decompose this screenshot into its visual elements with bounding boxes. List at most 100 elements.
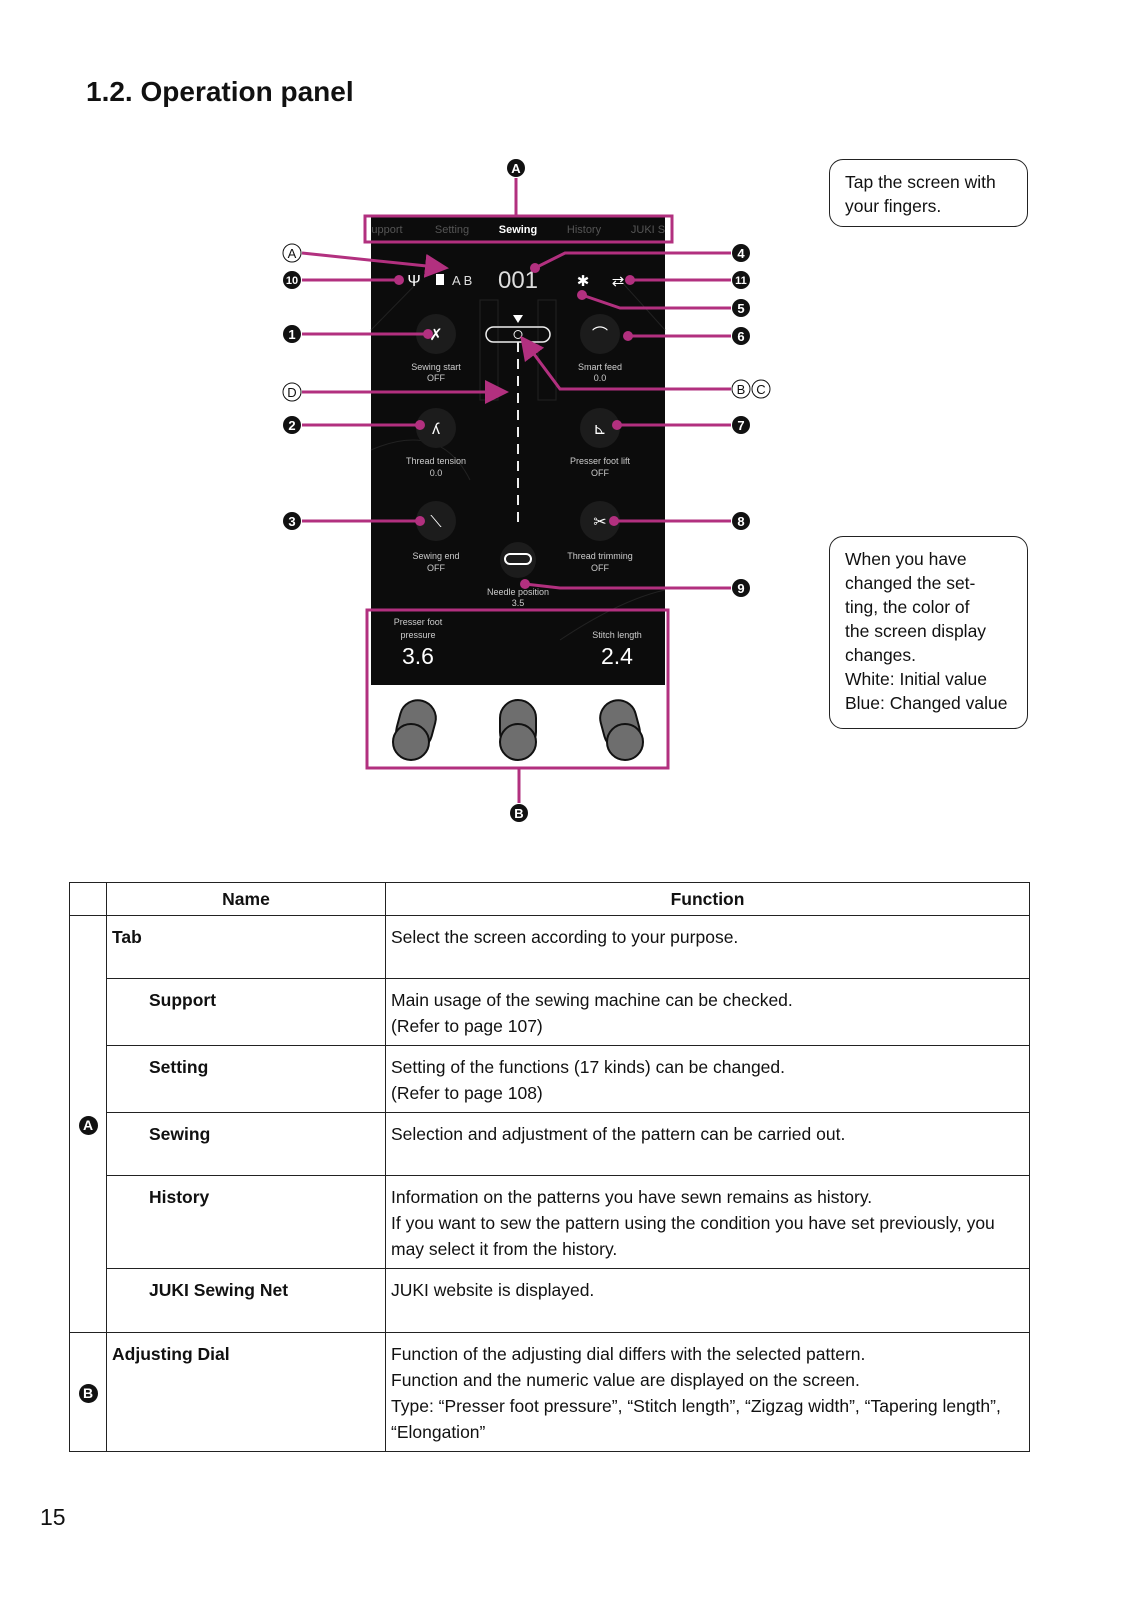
thread-trimming-button[interactable]: ✂ Thread trimming OFF	[567, 501, 633, 573]
tab-bar: upport Setting Sewing History JUKI S	[371, 224, 665, 236]
function-line: Setting of the functions (17 kinds) can …	[391, 1057, 786, 1077]
page-number: 15	[40, 1504, 66, 1530]
marker-10: 10	[283, 271, 301, 289]
left-dial-knob[interactable]	[392, 696, 440, 761]
table-row: Setting Setting of the functions (17 kin…	[70, 1045, 1030, 1113]
row-function: Setting of the functions (17 kinds) can …	[385, 1045, 1030, 1113]
button-value: 3.5	[512, 598, 525, 608]
smart-feed-button[interactable]: ⌒ Smart feed 0.0	[578, 314, 622, 383]
needle-position-button[interactable]: Needle position 3.5	[487, 542, 549, 608]
function-header: Function	[385, 882, 1030, 916]
scissors-icon: ✂	[593, 514, 606, 531]
row-function: Selection and adjustment of the pattern …	[385, 1112, 1030, 1176]
svg-text:11: 11	[735, 275, 747, 287]
function-line: Selection and adjustment of the pattern …	[391, 1124, 846, 1144]
svg-text:2: 2	[288, 418, 295, 433]
operation-panel-diagram: upport Setting Sewing History JUKI S A B…	[282, 159, 771, 822]
marker-6: 6	[732, 327, 750, 345]
name-header: Name	[106, 882, 386, 916]
tab-setting[interactable]: Setting	[435, 224, 469, 236]
sewing-start-button[interactable]: ✗ Sewing start OFF	[411, 314, 461, 383]
marker-d-outline: D	[282, 382, 302, 402]
function-line: Function of the adjusting dial differs w…	[391, 1344, 866, 1364]
marker-b-filled: B	[510, 804, 528, 822]
marker-a-filled: A	[507, 159, 525, 177]
table-row: Sewing Selection and adjustment of the p…	[70, 1112, 1030, 1176]
table-row: History Information on the patterns you …	[70, 1175, 1030, 1269]
marker-3: 3	[283, 512, 301, 530]
marker-a-outline: A	[282, 243, 302, 263]
svg-text:3: 3	[288, 514, 295, 529]
tap-note: Tap the screen with your fingers.	[829, 159, 1028, 227]
thread-tension-icon: ʎ	[432, 421, 440, 438]
table-header: Name Function	[69, 882, 1030, 916]
callout-dots	[394, 263, 635, 589]
row-name: Tab	[106, 915, 386, 979]
table-row: B Adjusting Dial Function of the adjusti…	[69, 1332, 1030, 1452]
feed-dog-icon: ⌒	[592, 326, 608, 344]
tab-sewing[interactable]: Sewing	[499, 224, 538, 236]
tab-juki-sewing-net[interactable]: JUKI S	[631, 224, 665, 236]
function-line: Function and the numeric value are displ…	[391, 1370, 860, 1390]
tap-note-text: Tap the screen with your fingers.	[845, 172, 996, 216]
callout-lines	[301, 178, 731, 803]
pattern-number[interactable]: 001	[498, 267, 538, 294]
function-line: (Refer to page 107)	[391, 1016, 543, 1036]
presser-foot-pressure-value: 3.6	[402, 643, 434, 669]
marker-a-badge: A	[78, 1116, 98, 1135]
dial-label: Stitch length	[592, 630, 642, 640]
button-label: Sewing start	[411, 362, 461, 372]
row-function: Main usage of the sewing machine can be …	[385, 978, 1030, 1046]
row-name: Sewing	[106, 1112, 386, 1176]
button-label: Sewing end	[412, 551, 459, 561]
svg-text:5: 5	[737, 301, 744, 316]
gear-icon[interactable]: ✱	[577, 273, 590, 290]
color-note-text: When you have changed the set- ting, the…	[845, 549, 1008, 713]
tab-history[interactable]: History	[567, 224, 602, 236]
svg-text:6: 6	[737, 329, 744, 344]
screen-background-pattern	[370, 279, 666, 641]
button-value: 0.0	[594, 373, 607, 383]
row-name: History	[106, 1175, 386, 1269]
button-label: Presser foot lift	[570, 456, 631, 466]
usb-icon[interactable]: Ψ	[407, 273, 420, 290]
center-dial-knob[interactable]	[499, 699, 537, 761]
function-line: If you want to sew the pattern using the…	[391, 1213, 995, 1259]
marker-2: 2	[283, 416, 301, 434]
button-label: Thread tension	[406, 456, 466, 466]
right-dial-knob[interactable]	[596, 696, 644, 761]
svg-text:D: D	[287, 385, 296, 400]
sewing-end-button[interactable]: ⟍ Sewing end OFF	[412, 501, 460, 573]
svg-text:1: 1	[288, 327, 295, 342]
function-line: Type: “Presser foot pressure”, “Stitch l…	[391, 1396, 1001, 1442]
thread-tension-button[interactable]: ʎ Thread tension 0.0	[406, 408, 466, 478]
marker-header	[69, 882, 107, 916]
svg-text:8: 8	[737, 514, 744, 529]
row-name: Adjusting Dial	[106, 1332, 386, 1452]
svg-text:4: 4	[737, 246, 745, 261]
marker-a-cell: A	[69, 915, 107, 1333]
repeat-icon[interactable]: ⇄	[612, 273, 625, 290]
table-row: Support Main usage of the sewing machine…	[70, 978, 1030, 1046]
marker-b-outline: B	[731, 379, 751, 399]
button-value: OFF	[591, 468, 609, 478]
row-name: Support	[106, 978, 386, 1046]
function-table: Name Function A Tab Select the screen ac…	[69, 882, 1030, 1452]
marker-b-cell: B	[69, 1332, 107, 1452]
svg-text:7: 7	[737, 418, 744, 433]
marker-b-badge: B	[78, 1384, 98, 1403]
marker-8: 8	[732, 512, 750, 530]
row-function: JUKI website is displayed.	[385, 1268, 1030, 1333]
button-value: OFF	[427, 563, 445, 573]
presser-foot-lift-button[interactable]: ⊾ Presser foot lift OFF	[570, 408, 631, 478]
button-value: 0.0	[430, 468, 443, 478]
ab-label[interactable]: A B	[452, 273, 472, 288]
row-function: Select the screen according to your purp…	[385, 915, 1030, 979]
svg-text:9: 9	[737, 581, 744, 596]
tab-support[interactable]: upport	[371, 224, 402, 236]
marker-c-outline: C	[751, 379, 771, 399]
function-line: JUKI website is displayed.	[391, 1280, 595, 1300]
presser-foot-lift-icon: ⊾	[593, 421, 606, 438]
table-row: JUKI Sewing Net JUKI website is displaye…	[70, 1268, 1030, 1333]
svg-text:10: 10	[286, 275, 298, 287]
